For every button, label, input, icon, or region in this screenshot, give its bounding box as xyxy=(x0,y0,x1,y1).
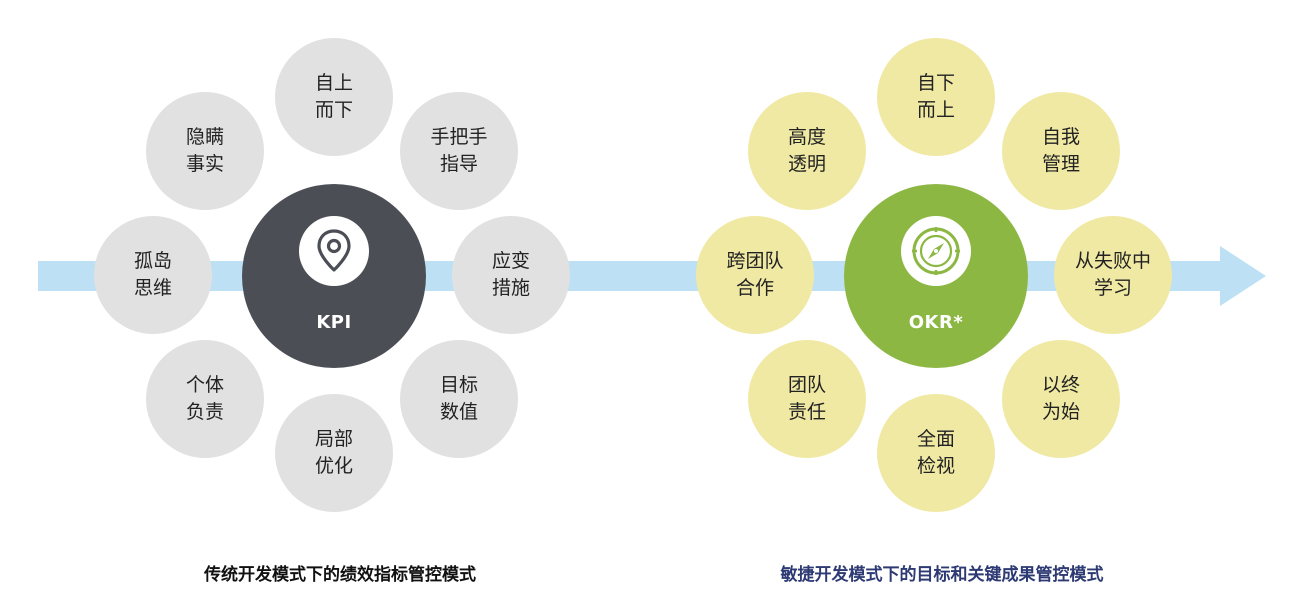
kpi-hub: KPI xyxy=(242,184,426,368)
map-pin-icon xyxy=(299,216,369,286)
bubble-label: 自下 而上 xyxy=(916,72,955,121)
kpi-hub-label: KPI xyxy=(316,312,352,333)
okr-bubble-bottom-left: 团队 责任 xyxy=(748,340,866,458)
kpi-caption: 传统开发模式下的绩效指标管控模式 xyxy=(204,565,476,585)
bubble-label: 个体 负责 xyxy=(185,374,224,423)
bubble-label: 应变 措施 xyxy=(491,250,530,299)
bubble-label: 跨团队 合作 xyxy=(726,250,784,299)
okr-bubble-bottom-right: 以终 为始 xyxy=(1002,340,1120,458)
kpi-bubble-right: 应变 措施 xyxy=(452,216,570,334)
bubble-label: 以终 为始 xyxy=(1041,374,1080,423)
okr-bubble-left: 跨团队 合作 xyxy=(696,216,814,334)
bubble-label: 隐瞒 事实 xyxy=(185,126,224,175)
flow-arrow-bar xyxy=(38,261,1222,291)
kpi-bubble-top-left: 隐瞒 事实 xyxy=(146,92,264,210)
okr-caption: 敏捷开发模式下的目标和关键成果管控模式 xyxy=(780,565,1104,585)
kpi-bubble-top: 自上 而下 xyxy=(275,38,393,156)
compass-icon xyxy=(901,216,971,286)
bubble-label: 团队 责任 xyxy=(787,374,826,423)
arrow-head-icon xyxy=(1220,246,1266,306)
bubble-label: 目标 数值 xyxy=(439,374,478,423)
okr-bubble-top-left: 高度 透明 xyxy=(748,92,866,210)
okr-hub: OKR* xyxy=(844,184,1028,368)
kpi-bubble-left: 孤岛 思维 xyxy=(94,216,212,334)
bubble-label: 手把手 指导 xyxy=(430,126,488,175)
kpi-bubble-bottom: 局部 优化 xyxy=(275,394,393,512)
bubble-label: 自上 而下 xyxy=(314,72,353,121)
okr-bubble-top-right: 自我 管理 xyxy=(1002,92,1120,210)
okr-bubble-right: 从失败中 学习 xyxy=(1054,216,1172,334)
okr-bubble-top: 自下 而上 xyxy=(877,38,995,156)
bubble-label: 局部 优化 xyxy=(314,428,353,477)
kpi-bubble-bottom-left: 个体 负责 xyxy=(146,340,264,458)
bubble-label: 自我 管理 xyxy=(1041,126,1080,175)
kpi-bubble-bottom-right: 目标 数值 xyxy=(400,340,518,458)
bubble-label: 高度 透明 xyxy=(787,126,826,175)
okr-bubble-bottom: 全面 检视 xyxy=(877,394,995,512)
bubble-label: 全面 检视 xyxy=(916,428,955,477)
okr-hub-label: OKR* xyxy=(908,312,964,333)
bubble-label: 孤岛 思维 xyxy=(133,250,172,299)
kpi-bubble-top-right: 手把手 指导 xyxy=(400,92,518,210)
bubble-label: 从失败中 学习 xyxy=(1074,250,1151,299)
